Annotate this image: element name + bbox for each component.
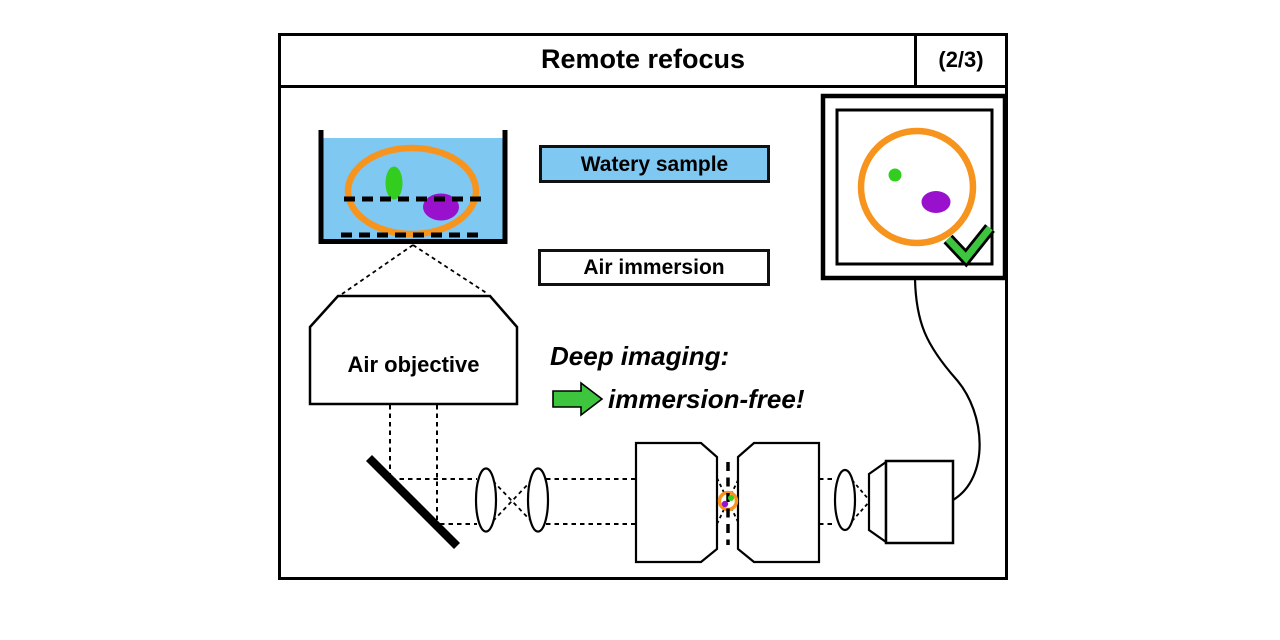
beam-relay-cross — [492, 480, 532, 522]
watery-sample-label: Watery sample — [539, 145, 770, 183]
water-fill — [323, 138, 503, 240]
air-immersion-label: Air immersion — [538, 249, 770, 286]
immersion-free-note: immersion-free! — [608, 384, 805, 414]
air-objective-label: Air objective — [347, 352, 480, 377]
page-title: Remote refocus — [540, 44, 746, 74]
page-indicator-divider — [914, 36, 917, 85]
display-cell-circle — [857, 127, 977, 247]
slide-frame — [278, 33, 1008, 580]
camera-box — [884, 459, 955, 545]
purple-organelle — [423, 193, 459, 221]
camera-cable — [913, 278, 981, 501]
checkmark-icon — [943, 224, 995, 268]
tube-lens — [833, 468, 857, 532]
remote-objective-right — [736, 441, 821, 564]
sample-container — [318, 130, 508, 244]
container-walls — [318, 130, 508, 244]
relay-lens-2 — [526, 467, 550, 533]
beam-path — [389, 405, 836, 525]
deep-imaging-heading: Deep imaging: — [550, 341, 730, 371]
green-organelle — [385, 166, 403, 200]
page-indicator: (2/3) — [938, 47, 984, 72]
intermediate-image — [716, 462, 740, 545]
beam-horizontal-segments — [391, 478, 836, 525]
mini-green-dot — [728, 495, 734, 501]
mini-purple-dot — [721, 500, 729, 508]
remote-objective-left — [634, 441, 719, 564]
relay-lens-1 — [474, 467, 498, 533]
header-separator — [281, 85, 1005, 88]
display-purple-blob — [921, 191, 951, 213]
fold-mirror — [365, 454, 461, 550]
display-panel — [820, 93, 1008, 281]
cell-membrane — [344, 144, 480, 238]
image-cross-rays — [716, 477, 740, 525]
beam-vertical-segments — [389, 405, 438, 522]
air-objective-shape — [308, 294, 519, 406]
camera-converging-rays — [851, 479, 871, 522]
green-arrow-icon — [552, 381, 604, 417]
display-green-dot — [888, 168, 902, 182]
